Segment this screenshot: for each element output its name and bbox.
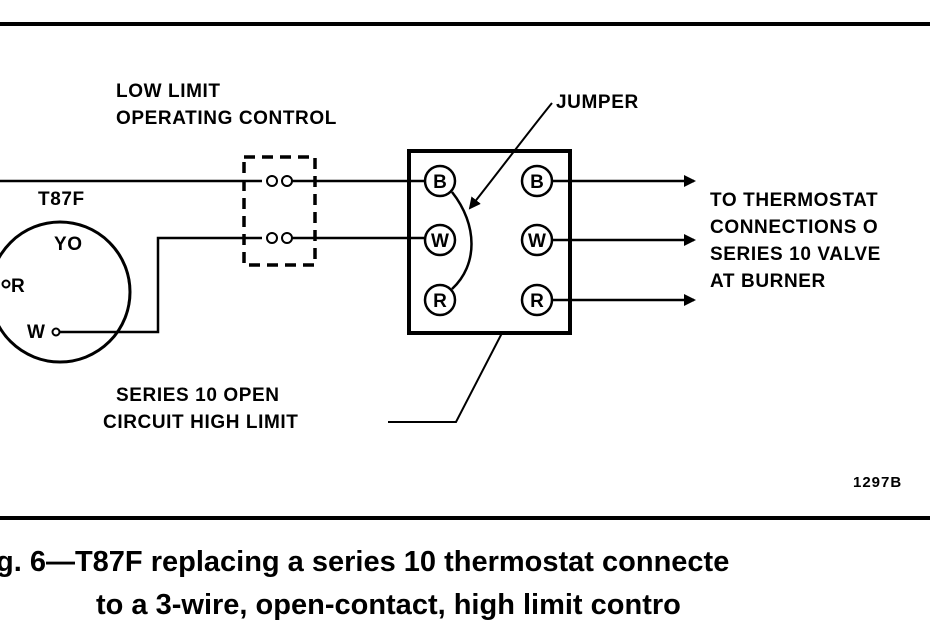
caption-line-2: to a 3-wire, open-contact, high limit co…	[96, 589, 681, 620]
low-limit-label-line-2: OPERATING CONTROL	[116, 108, 337, 129]
terminal-w-dot	[51, 327, 61, 337]
figure-code: 1297B	[853, 474, 902, 491]
terminal-w-left-label: W	[431, 231, 449, 252]
terminal-r-left-label: R	[433, 291, 447, 312]
to-thermostat-line-2: CONNECTIONS O	[710, 217, 878, 238]
thermostat-terminal-y: YO	[54, 234, 83, 255]
terminal-b-right-label: B	[530, 172, 544, 193]
terminal-b-left-label: B	[433, 172, 447, 193]
high-limit-label-line-2: CIRCUIT HIGH LIMIT	[103, 412, 299, 433]
terminal-w-left	[423, 223, 457, 257]
high-limit-label-line-1: SERIES 10 OPEN	[116, 385, 280, 406]
terminal-r-left	[423, 283, 457, 317]
to-thermostat-line-1: TO THERMOSTAT	[710, 190, 878, 211]
terminal-r-right-label: R	[530, 291, 544, 312]
to-thermostat-line-4: AT BURNER	[710, 271, 826, 292]
terminal-w-right-label: W	[528, 231, 546, 252]
to-thermostat-line-3: SERIES 10 VALVE	[710, 244, 881, 265]
low-limit-label-line-1: LOW LIMIT	[116, 81, 221, 102]
high-limit-box	[407, 149, 572, 335]
caption-line-1: g. 6—T87F replacing a series 10 thermost…	[0, 546, 729, 578]
bottom-rule	[0, 516, 930, 520]
terminal-b-left	[423, 164, 457, 198]
jumper-label: JUMPER	[556, 92, 639, 113]
low-limit-contact-bottom-right	[281, 232, 293, 244]
thermostat-terminal-w: W	[27, 322, 46, 343]
low-limit-contact-bottom-left	[266, 232, 278, 244]
low-limit-contact-top-left	[266, 175, 278, 187]
terminal-r-dot	[1, 279, 11, 289]
jumper-wire	[451, 191, 473, 290]
thermostat-terminal-r: R	[11, 276, 25, 297]
thermostat-label: T87F	[38, 189, 85, 210]
low-limit-control-box	[242, 155, 317, 267]
top-rule	[0, 22, 930, 26]
wire-w-thermostat	[60, 236, 262, 334]
thermostat-circle	[0, 220, 132, 364]
high-limit-leader	[388, 332, 503, 423]
low-limit-contact-top-right	[281, 175, 293, 187]
